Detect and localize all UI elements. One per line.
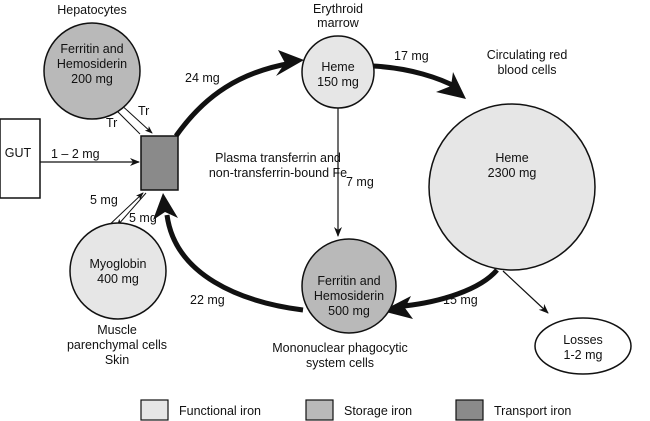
legend: Functional iron Storage iron Transport i… (140, 399, 571, 421)
flow-plasma-to-marrow-head (276, 50, 304, 76)
muscle-line1: Myoglobin (90, 257, 147, 271)
label-marrow-to-mps: 7 mg (346, 175, 374, 189)
flow-plasma-to-marrow (173, 60, 293, 138)
plasma-transport-node (140, 135, 179, 191)
flow-marrow-to-rbc-head (436, 72, 466, 99)
hepatocytes-line3: 200 mg (71, 72, 113, 86)
erythroid-line1: Heme (321, 60, 354, 74)
gut-label: GUT (5, 146, 32, 160)
label-gut-to-plasma: 1 – 2 mg (51, 147, 100, 161)
mps-node (301, 238, 397, 334)
label-muscle-in: 5 mg (129, 211, 157, 225)
plasma-line2: non-transferrin-bound Fe (209, 166, 347, 180)
flow-marrow-to-rbc (372, 63, 460, 91)
label-rbc-to-mps: 15 mg (443, 293, 478, 307)
hepatocytes-node (43, 22, 141, 120)
legend-swatch-transport (455, 399, 484, 421)
flow-plasma-to-muscle (116, 192, 147, 227)
legend-label-transport: Transport iron (494, 404, 571, 418)
losses-line1: Losses (563, 333, 603, 347)
mps-line2: Hemosiderin (314, 289, 384, 303)
erythroid-node (301, 35, 375, 109)
mps-caption1: Mononuclear phagocytic (272, 341, 408, 355)
erythroid-title1: Erythroid (313, 2, 363, 16)
muscle-node (69, 222, 167, 320)
label-mps-to-plasma: 22 mg (190, 293, 225, 307)
flow-mps-to-plasma-head (153, 193, 178, 220)
gut-node (0, 118, 41, 199)
rbc-line1: Heme (495, 151, 528, 165)
muscle-caption1: Muscle (97, 323, 137, 337)
flow-rbc-to-mps-head (382, 296, 413, 319)
muscle-caption2: parenchymal cells (67, 338, 167, 352)
flow-rbc-to-mps (403, 268, 499, 309)
rbc-title1: Circulating red (487, 48, 568, 62)
rbc-node (428, 103, 596, 271)
legend-swatch-functional (140, 399, 169, 421)
label-hep-tr-out: Tr (138, 104, 149, 118)
label-marrow-to-rbc: 17 mg (394, 49, 429, 63)
label-hep-tr-in: Tr (106, 116, 117, 130)
plasma-line1: Plasma transferrin and (215, 151, 341, 165)
losses-node (534, 317, 632, 375)
flow-mps-to-plasma (164, 214, 304, 313)
label-plasma-to-marrow: 24 mg (185, 71, 220, 85)
muscle-line2: 400 mg (97, 272, 139, 286)
legend-swatch-storage (305, 399, 334, 421)
mps-line1: Ferritin and (317, 274, 380, 288)
rbc-line2: 2300 mg (488, 166, 537, 180)
erythroid-title2: marrow (317, 16, 360, 30)
legend-label-functional: Functional iron (179, 404, 261, 418)
hepatocytes-line1: Ferritin and (60, 42, 123, 56)
erythroid-line2: 150 mg (317, 75, 359, 89)
losses-line2: 1-2 mg (564, 348, 603, 362)
muscle-caption3: Skin (105, 353, 129, 367)
hepatocytes-line2: Hemosiderin (57, 57, 127, 71)
flow-rbc-to-losses (502, 270, 549, 314)
mps-line3: 500 mg (328, 304, 370, 318)
legend-label-storage: Storage iron (344, 404, 412, 418)
label-muscle-out: 5 mg (90, 193, 118, 207)
hepatocytes-title: Hepatocytes (57, 3, 126, 17)
rbc-title2: blood cells (497, 63, 556, 77)
mps-caption2: system cells (306, 356, 374, 370)
